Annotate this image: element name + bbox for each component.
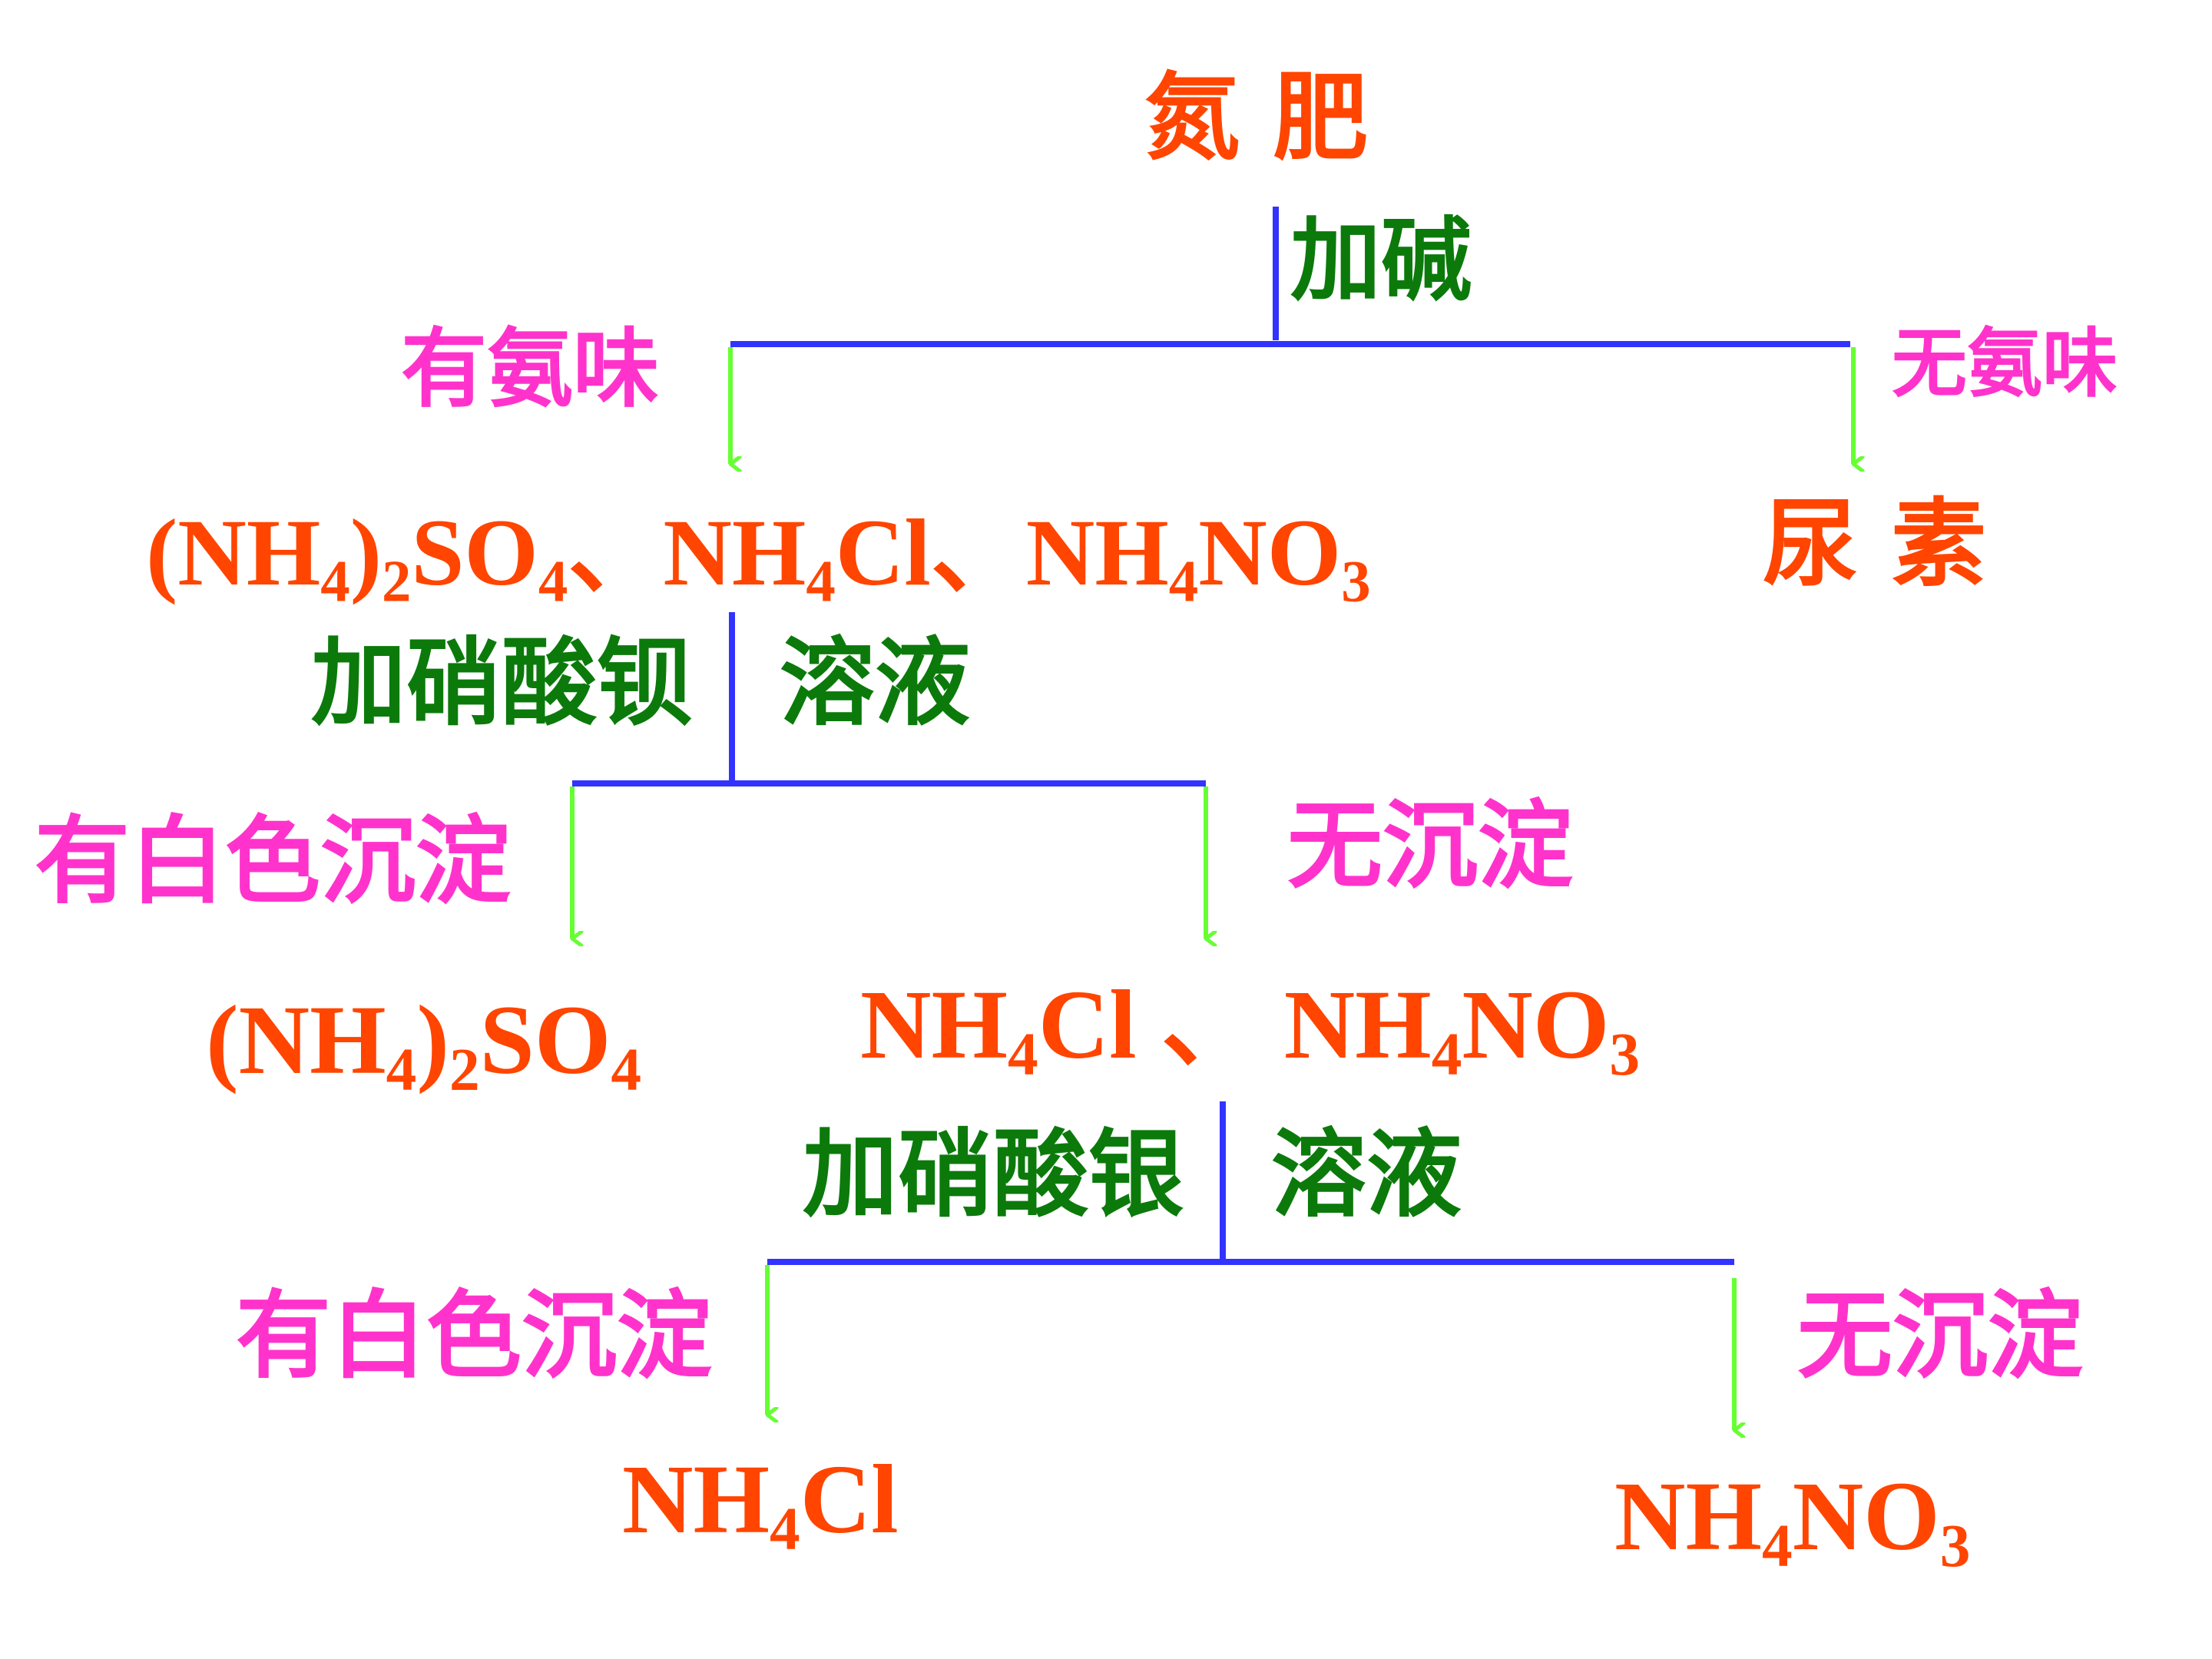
step1-reagent-add-base: 加碱 bbox=[1290, 207, 1472, 313]
step2-right-result-chloride-and-nitrate: NH4Cl 、 NH4NO3 bbox=[860, 970, 1641, 1089]
step2-left-result-ammonium-sulfate: (NH4)2SO4 bbox=[206, 985, 642, 1104]
step1-left-observation: 有氨味 bbox=[401, 320, 659, 419]
step2-reagent-barium-nitrate: 加硝酸钡 bbox=[311, 628, 693, 739]
step2-left-observation: 有白色沉淀 bbox=[35, 806, 512, 917]
step1-left-result-ammonium-salts: (NH4)2SO4、NH4Cl、NH4NO3 bbox=[146, 500, 1371, 614]
step2-reagent-solution: 溶液 bbox=[780, 628, 971, 739]
step3-reagent-silver-nitrate: 加硝酸银 bbox=[803, 1120, 1184, 1230]
step3-reagent-solution: 溶液 bbox=[1271, 1120, 1462, 1230]
root-nitrogen-fertilizer: 氮 肥 bbox=[1144, 63, 1369, 174]
step1-right-observation: 无氨味 bbox=[1892, 320, 2118, 408]
step3-right-result-ammonium-nitrate: NH4NO3 bbox=[1614, 1462, 1971, 1581]
step1-right-result-urea: 尿 素 bbox=[1763, 489, 1987, 600]
step2-right-observation: 无沉淀 bbox=[1287, 791, 1574, 902]
step3-right-observation: 无沉淀 bbox=[1797, 1281, 2084, 1392]
step3-left-result-ammonium-chloride: NH4Cl bbox=[622, 1445, 899, 1564]
step3-left-observation: 有白色沉淀 bbox=[236, 1281, 713, 1392]
